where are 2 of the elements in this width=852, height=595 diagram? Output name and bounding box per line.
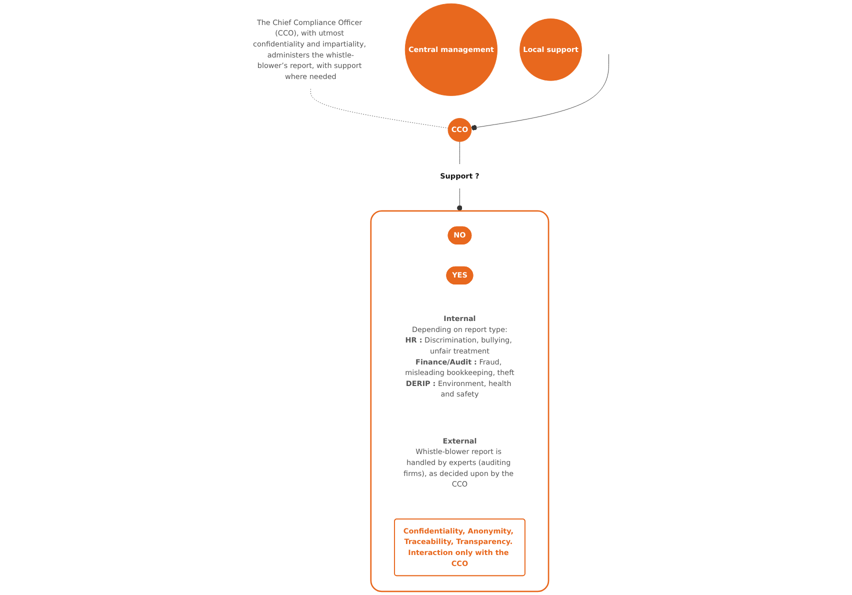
cluster — [370, 210, 550, 592]
connector — [310, 88, 448, 128]
